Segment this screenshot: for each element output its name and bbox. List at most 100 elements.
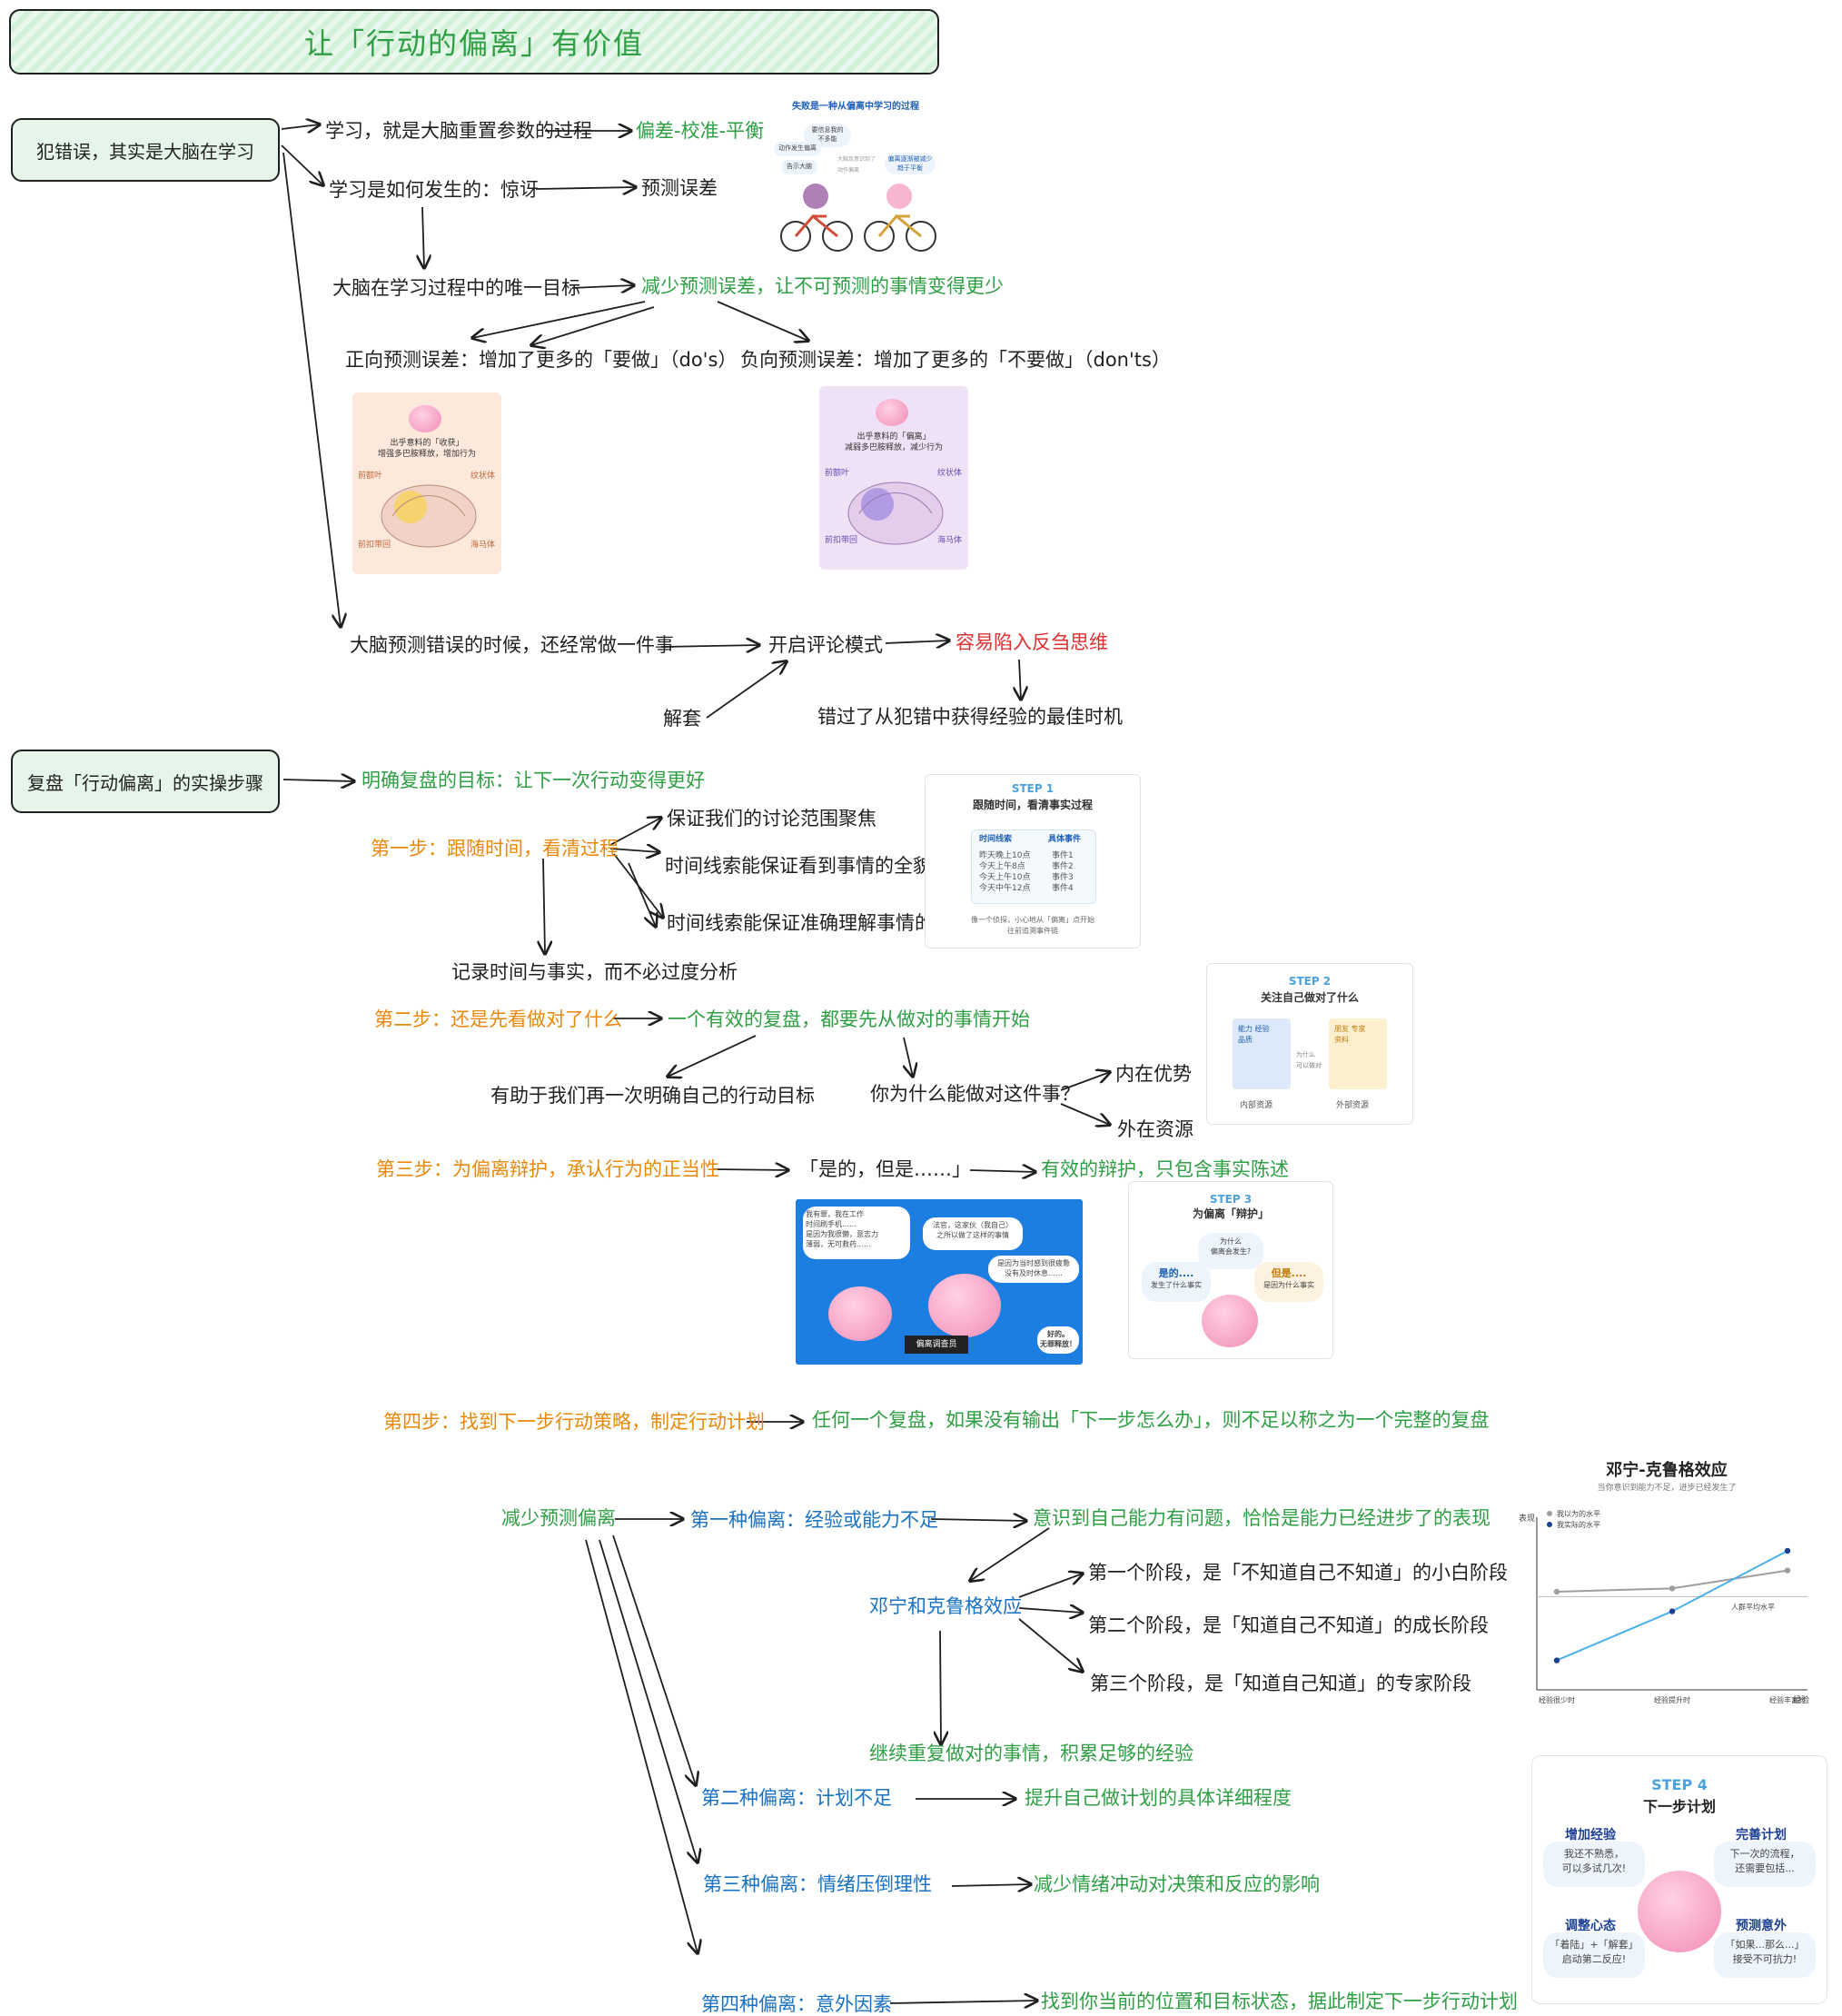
node-dk-next: 继续重复做对的事情，积累足够的经验: [869, 1743, 1193, 1764]
fail-learning-illustration: 失败是一种从偏离中学习的过程 要信息我的 不多能 动作发生偏离 告示大脑 大脑及…: [772, 91, 937, 254]
arrow: [1018, 1574, 1083, 1598]
arrow: [282, 780, 354, 781]
step4-item-title: 增加经验: [1565, 1828, 1616, 1842]
legend-entry: 我实际的水平: [1557, 1520, 1600, 1529]
arrow: [282, 152, 341, 627]
node-deviation-2-a: 提升自己做计划的具体详细程度: [1025, 1787, 1292, 1809]
step1-card-title: 跟随时间，看清事实过程: [972, 799, 1093, 811]
brain-diagram-icon: [381, 484, 477, 548]
page-title: 让「行动的偏离」有价值: [303, 26, 644, 61]
bikes-icon: [780, 184, 936, 252]
step4-item-desc: 「着陆」+「解套」 启动第二反应!: [1543, 1932, 1645, 1978]
step2-inner-text: 能力 经验 品质: [1238, 1025, 1270, 1044]
step4-item-desc: 我还不熟悉， 可以多试几次!: [1543, 1842, 1645, 1887]
node-missed-chance: 错过了从犯错中获得经验的最佳时机: [817, 706, 1123, 728]
node-how-learn-result: 预测误差: [641, 177, 718, 199]
node-step1-d: 记录时间与事实，而不必过度分析: [451, 961, 738, 983]
positive-card-head: 出乎意料的「收获」 增强多巴胺释放，增加行为: [377, 439, 476, 459]
negative-dopamine-card: 出乎意料的「偏离」 减弱多巴胺释放，减少行为 前额叶 纹状体 前扣带回 海马体: [819, 386, 968, 570]
node-step4-a: 任何一个复盘，如果没有输出「下一步怎么办」，则不足以称之为一个完整的复盘: [812, 1409, 1490, 1431]
fail-card-title: 失败是一种从偏离中学习的过程: [792, 102, 919, 112]
comic-bubble-2: 法官，这家伙（我自己） 之所以做了这样的事情: [923, 1217, 1023, 1250]
step3-yes: 是的....: [1158, 1267, 1194, 1279]
neg-label-4: 海马体: [937, 536, 963, 545]
inner-resource-icon: [1233, 1018, 1291, 1089]
neg-label-3: 前扣带回: [825, 536, 858, 545]
arrow: [281, 124, 320, 129]
node-step1-c: 时间线索能保证准确理解事情的逻辑: [667, 912, 972, 934]
arrow: [612, 1534, 696, 1785]
node-learn-def-result: 偏差-校准-平衡: [636, 120, 765, 142]
node-rumination: 容易陷入反刍思维: [956, 631, 1108, 653]
node-step2: 第二步：还是先看做对了什么: [374, 1008, 622, 1030]
root-node-learning: 犯错误，其实是大脑在学习: [11, 118, 280, 182]
node-deviation-4-a: 找到你当前的位置和目标状态，据此制定下一步行动计划: [1041, 1991, 1518, 2012]
comic-sign: 偏离调查员: [905, 1336, 968, 1354]
step4-item-desc: 下一次的流程， 还需要包括...: [1714, 1842, 1816, 1887]
data-point: [1784, 1547, 1791, 1554]
data-point: [1553, 1657, 1560, 1663]
legend-marker: [1547, 1522, 1552, 1527]
step2-card-step: STEP 2: [1288, 975, 1332, 988]
arrow: [585, 1539, 698, 1953]
positive-dopamine-card: 出乎意料的「收获」 增强多巴胺释放，增加行为 前额叶 纹状体 前扣带回 海马体: [352, 392, 501, 574]
node-goal-result: 减少预测误差，让不可预测的事情变得更少: [641, 275, 1004, 297]
step1-row-time: 今天上午8点: [979, 862, 1025, 871]
x-tick-label: 经验丰富时: [1769, 1695, 1806, 1704]
arrow: [930, 1519, 1026, 1521]
fail-bubble-4: 大脑及意识到了 动作偏离: [837, 156, 876, 174]
step2-outer-text: 朋友 专家 资料: [1334, 1025, 1366, 1044]
arrow: [531, 306, 655, 345]
brain-diagram-icon: [847, 482, 944, 545]
arrow: [889, 2001, 1037, 2003]
arrow: [940, 1630, 941, 1744]
step1-row-time: 昨天晚上10点: [979, 851, 1031, 860]
node-deviation-3-a: 减少情绪冲动对决策和反应的影响: [1034, 1873, 1320, 1895]
arrow: [1018, 1618, 1083, 1672]
arrow: [628, 862, 656, 927]
x-axis-label: 经验: [1793, 1694, 1809, 1705]
step2-mid-text: 为什么 可以做对: [1296, 1051, 1322, 1069]
fail-bubble-5: 偏离逐渐被减少 趋于平衡: [885, 153, 936, 174]
step3-card-title: 为偏离「辩护」: [1192, 1207, 1269, 1220]
node-review-aim: 明确复盘的目标：让下一次行动变得更好: [361, 770, 705, 791]
step4-item-title: 调整心态: [1565, 1919, 1616, 1933]
court-comic-illustration: 我有罪，我在工作 时间刷手机…… 是因为我很懒，意志力 薄弱，无可救药…… 法官…: [796, 1199, 1083, 1365]
step4-card-step: STEP 4: [1651, 1776, 1708, 1793]
arrow: [613, 853, 663, 918]
arrow: [422, 206, 424, 268]
step1-col-event: 具体事件: [1048, 835, 1082, 844]
pos-label-1: 前额叶: [358, 472, 383, 481]
step1-row-event: 事件1: [1052, 851, 1074, 860]
step3-but: 但是....: [1271, 1267, 1307, 1279]
fail-bubble-3: 告示大脑: [781, 160, 817, 174]
step2-card-title: 关注自己做对了什么: [1260, 991, 1359, 1004]
step1-row-event: 事件3: [1052, 873, 1074, 882]
arrow: [668, 1035, 757, 1077]
node-step2-c: 你为什么能做对这件事？: [870, 1083, 1080, 1105]
node-dunning-kruger: 邓宁和克鲁格效应: [869, 1595, 1022, 1617]
brain-mascot-icon: [409, 405, 441, 432]
node-step1: 第一步：跟随时间，看清过程: [371, 838, 619, 859]
arrow: [951, 1884, 1031, 1886]
arrow: [1060, 1103, 1110, 1125]
step4-item-title: 完善计划: [1736, 1828, 1787, 1842]
arrow: [571, 285, 634, 288]
outer-resource-icon: [1329, 1018, 1387, 1089]
step4-item-title: 预测意外: [1736, 1919, 1787, 1933]
node-step2-d: 内在优势: [1115, 1063, 1192, 1085]
arrow: [969, 1170, 1035, 1172]
node-deviation-4: 第四种偏离：意外因素: [701, 1993, 892, 2015]
arrow: [1018, 1608, 1083, 1613]
step3-but-bubble: 但是.... 是因为什么事实: [1254, 1262, 1323, 1302]
dunning-kruger-chart: 邓宁-克鲁格效应 当你意识到能力不足，进步已经发生了 表现经验人群平均水平我以为…: [1508, 1454, 1826, 1717]
step1-col-time: 时间线索: [979, 835, 1013, 844]
root-node-review: 复盘「行动偏离」的实操步骤: [11, 750, 280, 813]
step1-row-event: 事件4: [1052, 884, 1074, 893]
comic-bubble-1: 我有罪，我在工作 时间刷手机…… 是因为我很懒，意志力 薄弱，无可救药……: [803, 1207, 910, 1259]
arrow: [706, 661, 787, 719]
root-node-label: 犯错误，其实是大脑在学习: [36, 140, 254, 163]
comic-bubble-4: 好的。 无罪释放！: [1037, 1326, 1079, 1354]
step1-row-time: 今天中午12点: [979, 884, 1031, 893]
node-deviation-3: 第三种偏离：情绪压倒理性: [703, 1873, 932, 1895]
